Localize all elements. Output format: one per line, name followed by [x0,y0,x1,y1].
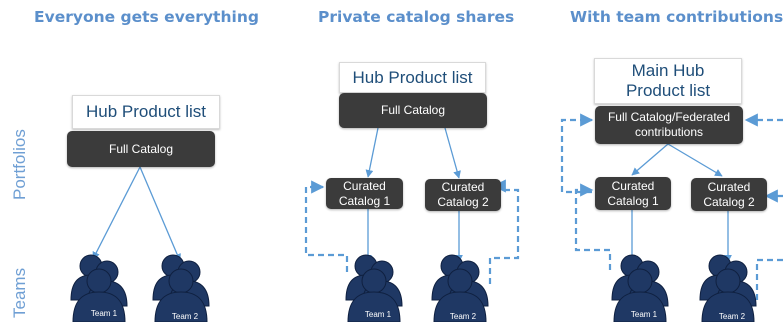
panel1-hub-product-list: Hub Product list [72,95,220,129]
panel2-curated-catalog-2: Curated Catalog 2 [425,179,501,211]
panel1-team-2-label: Team 2 [171,312,199,321]
panel3-full-catalog-federated: Full Catalog/Federated contributions [595,106,743,144]
panel1-arrows [92,166,181,262]
panel1-team-1-label: Team 1 [90,309,118,318]
panel2-feedback [304,179,520,284]
panel2-team-2-label: Team 2 [449,312,477,321]
panel3-curated-catalog-2: Curated Catalog 2 [691,178,767,211]
panel3-team-1-label: Team 1 [630,310,658,319]
panel2-team-1-label: Team 1 [364,310,392,319]
panel3-team-2-label: Team 2 [718,312,746,321]
panel3-main-hub-product-list: Main Hub Product list [594,58,742,104]
heading-private: Private catalog shares [318,8,515,26]
heading-everyone: Everyone gets everything [34,8,259,26]
heading-contributions: With team contributions [570,8,783,26]
panel2-arrows [364,127,463,263]
panel2-curated-catalog-1: Curated Catalog 1 [326,178,403,209]
panel3-arrows [628,143,732,263]
panel3-curated-catalog-1: Curated Catalog 1 [595,177,671,210]
panel2-hub-product-list: Hub Product list [339,62,486,93]
panel3-feedback [560,113,783,300]
panel2-full-catalog: Full Catalog [339,93,487,128]
panel1-full-catalog: Full Catalog [67,131,215,167]
